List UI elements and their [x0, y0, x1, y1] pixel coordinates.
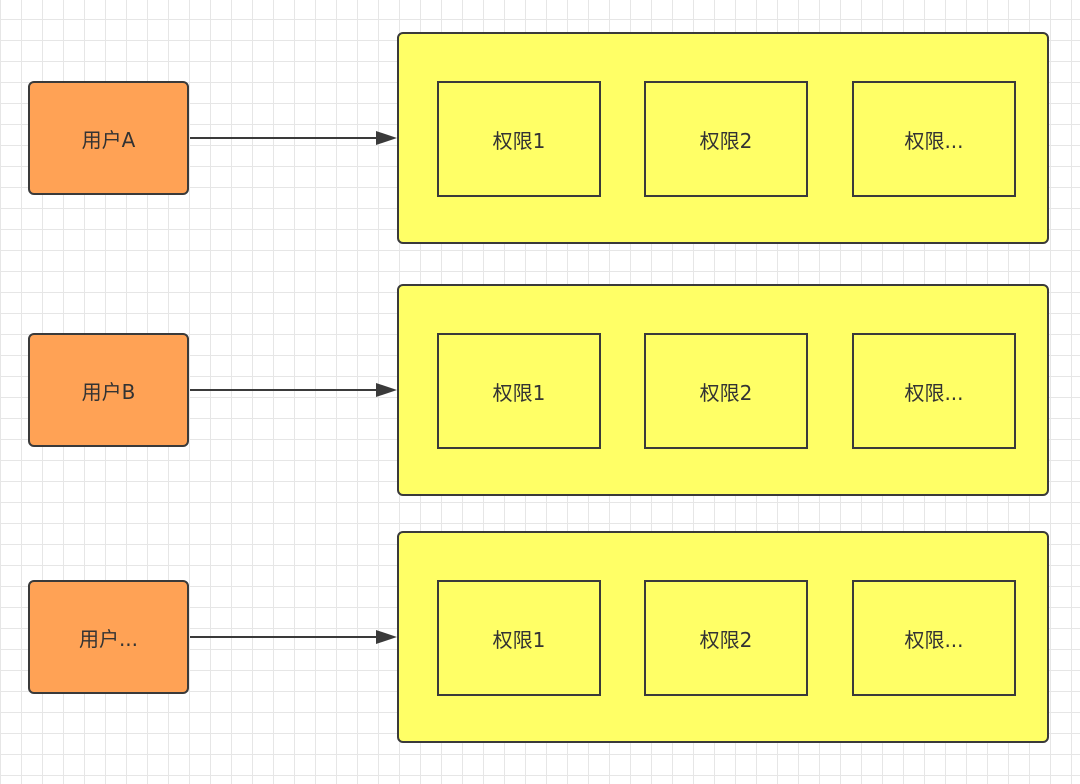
permission-node[interactable]: 权限1: [437, 81, 601, 197]
permission-group[interactable]: 权限1 权限2 权限...: [397, 32, 1049, 244]
permission-label: 权限...: [904, 627, 964, 652]
permission-label: 权限2: [699, 627, 753, 652]
arrow-connector: [190, 383, 397, 397]
permission-node[interactable]: 权限...: [852, 580, 1016, 696]
user-label: 用户A: [81, 127, 136, 152]
permission-node[interactable]: 权限1: [437, 580, 601, 696]
permission-node[interactable]: 权限2: [644, 333, 808, 449]
permission-group[interactable]: 权限1 权限2 权限...: [397, 531, 1049, 743]
permission-node[interactable]: 权限...: [852, 81, 1016, 197]
permission-node[interactable]: 权限2: [644, 81, 808, 197]
user-label: 用户B: [81, 379, 136, 404]
permission-label: 权限1: [492, 128, 546, 153]
arrow-connector: [190, 131, 397, 145]
permission-node[interactable]: 权限...: [852, 333, 1016, 449]
user-node[interactable]: 用户B: [28, 333, 189, 447]
permission-node[interactable]: 权限2: [644, 580, 808, 696]
user-label: 用户...: [78, 626, 139, 651]
permission-group[interactable]: 权限1 权限2 权限...: [397, 284, 1049, 496]
permission-label: 权限2: [699, 380, 753, 405]
permission-label: 权限2: [699, 128, 753, 153]
permission-node[interactable]: 权限1: [437, 333, 601, 449]
permission-label: 权限...: [904, 380, 964, 405]
arrow-connector: [190, 630, 397, 644]
user-node[interactable]: 用户...: [28, 580, 189, 694]
permission-label: 权限1: [492, 627, 546, 652]
permission-label: 权限1: [492, 380, 546, 405]
permission-label: 权限...: [904, 128, 964, 153]
user-node[interactable]: 用户A: [28, 81, 189, 195]
